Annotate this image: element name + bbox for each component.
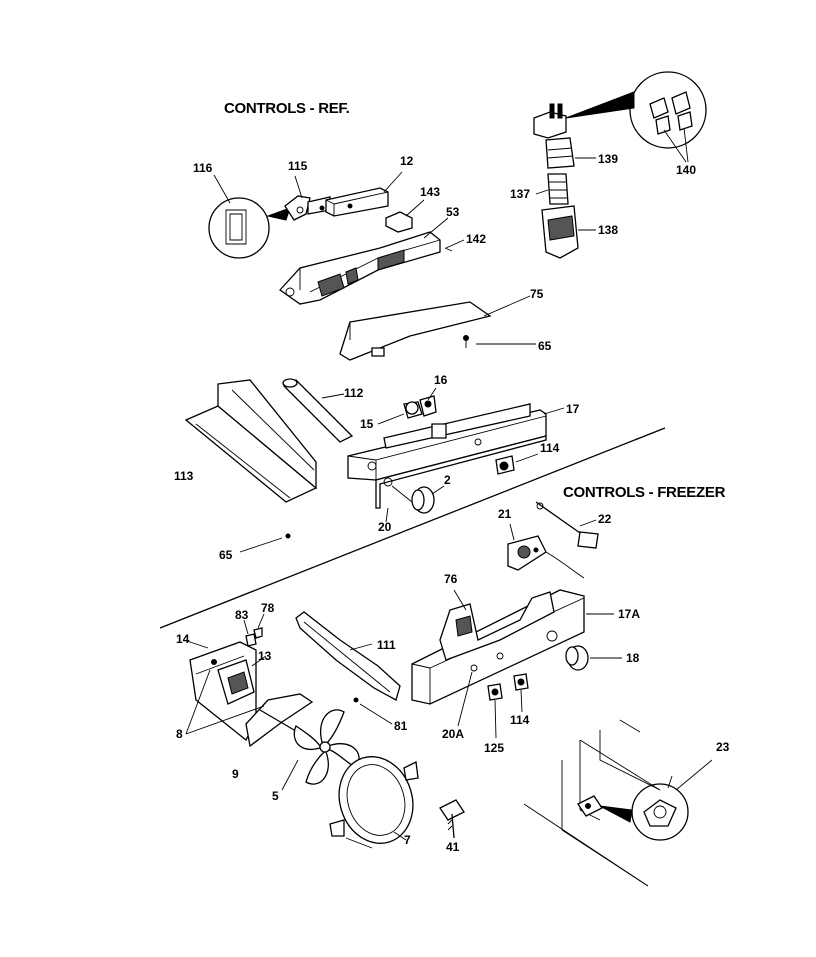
part-label-113: 113 bbox=[174, 469, 194, 483]
part-83-78-screws bbox=[244, 614, 264, 646]
section-title-freezer: CONTROLS - FREEZER bbox=[563, 484, 726, 501]
part-17-panel bbox=[348, 404, 564, 508]
part-label-81: 81 bbox=[394, 719, 408, 733]
part-112-rod bbox=[283, 379, 352, 442]
part-21-thermostat bbox=[508, 524, 584, 578]
part-label-116: 116 bbox=[193, 161, 213, 175]
part-111 bbox=[296, 612, 400, 724]
part-41-screw bbox=[440, 800, 464, 838]
part-label-76: 76 bbox=[444, 572, 458, 586]
part-label-137: 137 bbox=[510, 187, 531, 201]
part-label-111: 111 bbox=[377, 638, 396, 652]
part-53-housing bbox=[280, 218, 464, 304]
part-label-17: 17 bbox=[566, 402, 580, 416]
part-lamp-socket bbox=[378, 388, 436, 424]
part-label-17a: 17A bbox=[618, 607, 641, 621]
part-75-plate bbox=[340, 296, 536, 360]
part-label-16: 16 bbox=[434, 373, 448, 387]
part-label-53: 53 bbox=[446, 205, 460, 219]
part-label-112: 112 bbox=[344, 386, 364, 400]
part-114-knob bbox=[496, 454, 538, 474]
part-18-knob bbox=[566, 646, 622, 670]
part-label-18: 18 bbox=[626, 651, 640, 665]
section-divider bbox=[160, 428, 665, 628]
part-label-41: 41 bbox=[446, 840, 460, 854]
part-label-21: 21 bbox=[498, 507, 512, 521]
part-freezer-fasteners bbox=[458, 672, 528, 738]
part-label-115: 115 bbox=[288, 159, 308, 173]
part-label-22: 22 bbox=[598, 512, 612, 526]
part-17a-housing bbox=[412, 590, 614, 704]
part-label-114-freezer: 114 bbox=[510, 713, 530, 727]
part-label-78: 78 bbox=[261, 601, 275, 615]
part-label-65-ref: 65 bbox=[538, 339, 552, 353]
part-115-bracket bbox=[285, 176, 330, 220]
part-label-139: 139 bbox=[598, 152, 619, 166]
part-113 bbox=[186, 380, 316, 552]
part-water-filter bbox=[534, 72, 706, 258]
part-label-2: 2 bbox=[444, 473, 451, 487]
part-label-125: 125 bbox=[484, 741, 505, 755]
part-label-23: 23 bbox=[716, 740, 730, 754]
part-label-20: 20 bbox=[378, 520, 392, 534]
part-143-clip bbox=[386, 200, 424, 232]
part-label-15: 15 bbox=[360, 417, 374, 431]
part-label-142: 142 bbox=[466, 232, 487, 246]
part-label-83: 83 bbox=[235, 608, 249, 622]
part-label-20a: 20A bbox=[442, 727, 465, 741]
part-motor-bracket bbox=[184, 640, 312, 746]
part-5-fan bbox=[260, 710, 359, 790]
part-label-143: 143 bbox=[420, 185, 441, 199]
part-2-knob bbox=[386, 486, 444, 522]
part-7-shroud bbox=[328, 747, 424, 853]
part-label-12: 12 bbox=[400, 154, 414, 168]
part-label-9: 9 bbox=[232, 767, 239, 781]
part-12 bbox=[326, 172, 402, 216]
section-title-ref: CONTROLS - REF. bbox=[224, 100, 350, 117]
part-label-65-ref-lower: 65 bbox=[219, 548, 233, 562]
part-label-13: 13 bbox=[258, 649, 272, 663]
part-label-140: 140 bbox=[676, 163, 697, 177]
part-22-capillary bbox=[536, 502, 598, 548]
part-label-5: 5 bbox=[272, 789, 279, 803]
part-116-detail bbox=[209, 175, 290, 258]
part-label-8: 8 bbox=[176, 727, 183, 741]
part-label-114-ref: 114 bbox=[540, 441, 560, 455]
part-label-14: 14 bbox=[176, 632, 190, 646]
part-label-75: 75 bbox=[530, 287, 544, 301]
part-23-detail bbox=[524, 720, 712, 886]
part-label-138: 138 bbox=[598, 223, 619, 237]
part-label-7: 7 bbox=[404, 833, 411, 847]
